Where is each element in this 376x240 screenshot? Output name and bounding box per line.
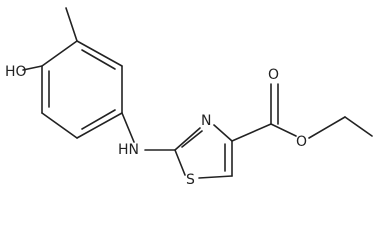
bond (174, 149, 186, 176)
bond (174, 127, 201, 151)
bond (213, 124, 233, 142)
hydroxyl-bond (22, 65, 43, 71)
molecule-svg: HO HN N S O O (5, 7, 373, 188)
thiazole-ring (174, 124, 233, 179)
ester-oxygen-bond (270, 123, 297, 137)
bond (41, 40, 78, 67)
ethyl-bond (308, 116, 346, 139)
carbonyl-oxygen-label: O (268, 67, 279, 83)
double-bond (81, 109, 116, 130)
amine-label: HN (118, 142, 139, 158)
ester-oxygen-label: O (296, 134, 307, 150)
bond (76, 112, 123, 139)
carboxyl-bond (231, 123, 272, 142)
ring-sulfur-label: S (186, 172, 195, 188)
ring-nitrogen-label: N (201, 113, 211, 129)
methyl-bond (65, 7, 78, 42)
double-bond (181, 130, 203, 148)
bond (41, 112, 78, 139)
hydroxyl-label: HO (5, 64, 27, 80)
aryl-amine-bond (121, 112, 135, 143)
bond (198, 175, 233, 179)
double-bond (81, 49, 116, 70)
ethyl-terminal-bond (344, 116, 373, 137)
bond (76, 40, 123, 67)
benzene-ring (41, 40, 123, 139)
structure-diagram: HO HN N S O O (5, 7, 373, 188)
